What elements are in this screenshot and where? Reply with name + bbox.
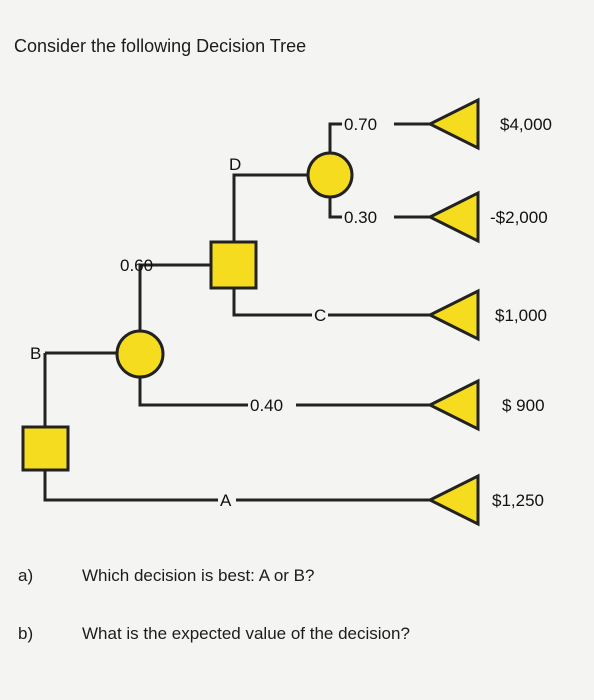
terminal-node-4 — [426, 378, 480, 432]
terminal-node-1 — [426, 97, 480, 151]
question-a-text: Which decision is best: A or B? — [82, 566, 315, 585]
branch-060 — [138, 263, 210, 331]
terminal-node-2 — [426, 190, 480, 244]
terminal-nodes — [426, 97, 480, 527]
payoff-2: -$2,000 — [490, 208, 548, 227]
branch-label-b: B — [30, 344, 41, 363]
branch-label-a: A — [220, 491, 232, 510]
branch-label-c: C — [314, 306, 326, 325]
question-a-label: a) — [18, 566, 34, 585]
page-title: Consider the following Decision Tree — [14, 36, 307, 56]
question-b-text: What is the expected value of the decisi… — [82, 624, 410, 643]
question-b-label: b) — [18, 624, 34, 643]
tree-branches — [43, 122, 430, 502]
prob-label-070: 0.70 — [344, 115, 377, 134]
payoff-5: $1,250 — [492, 491, 544, 510]
prob-label-030: 0.30 — [344, 208, 377, 227]
terminal-node-3 — [426, 288, 480, 342]
branch-d — [232, 173, 308, 242]
branch-c — [232, 288, 430, 317]
label-backgrounds — [218, 115, 394, 511]
branch-label-d: D — [229, 155, 241, 174]
payoff-4: $ 900 — [502, 396, 545, 415]
branch-070 — [328, 122, 430, 153]
decision-node-root — [21, 425, 70, 472]
prob-label-060: 0.60 — [120, 256, 153, 275]
chance-node-upper — [306, 151, 354, 199]
payoff-1: $4,000 — [500, 115, 552, 134]
branch-030 — [328, 197, 430, 219]
chance-node-lower — [115, 329, 165, 379]
branch-040 — [138, 377, 430, 407]
payoff-3: $1,000 — [495, 306, 547, 325]
branch-a — [43, 470, 430, 502]
prob-label-040: 0.40 — [250, 396, 283, 415]
decision-node-second — [209, 240, 258, 290]
terminal-node-5 — [426, 473, 480, 527]
